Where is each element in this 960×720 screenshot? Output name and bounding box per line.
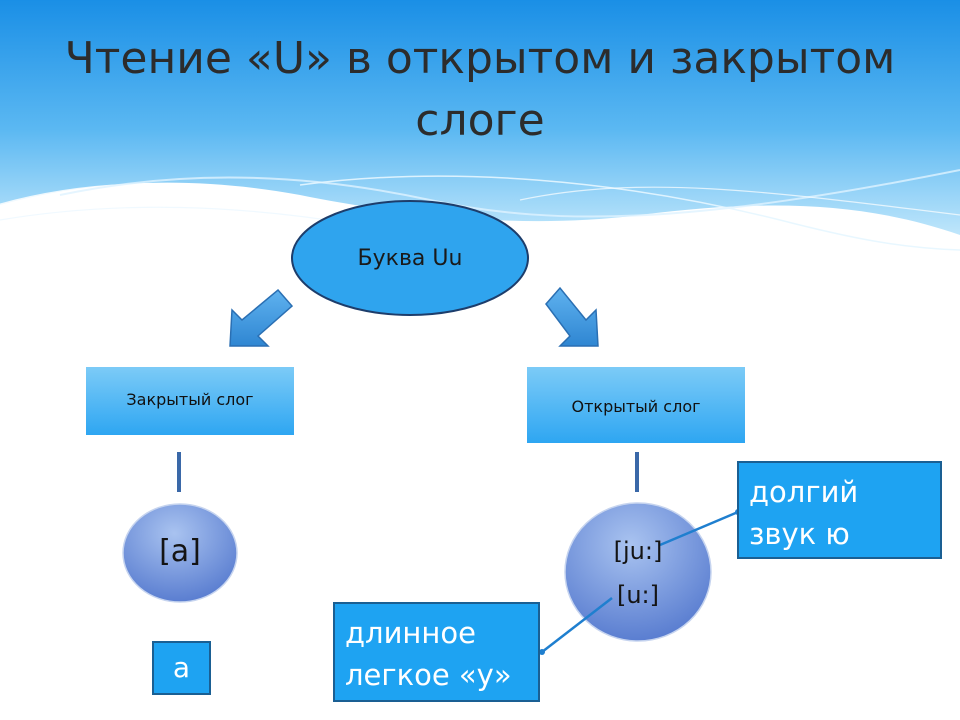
closed-sound-label: [a] [159, 534, 201, 569]
closed-syllable-label: Закрытый слог [126, 390, 254, 409]
root-node-ellipse [291, 200, 529, 316]
arrow-right-icon [545, 286, 599, 347]
open-syllable-box [527, 367, 745, 443]
callout-long-sound-line-1: долгий [749, 475, 859, 509]
open-syllable-label: Открытый слог [571, 397, 701, 416]
callout-long-sound: долгий звук ю [737, 461, 942, 559]
connector-light-sound [541, 597, 613, 653]
open-sound-label-1: [ju:] [613, 537, 663, 565]
callout-long-sound-line-2: звук ю [749, 517, 850, 551]
open-sound-label-2: [u:] [616, 581, 660, 609]
root-node-label: Буква Uu [357, 246, 463, 271]
callout-light-sound: длинное легкое «у» [333, 602, 540, 702]
closed-syllable-box [86, 367, 294, 435]
closed-example-box [152, 641, 211, 695]
slide-title-line-1: Чтение «U» в открытом и закрытом [64, 33, 896, 84]
slide-title-line-2: слоге [415, 95, 545, 146]
open-sound-circle [564, 502, 712, 642]
callout-light-sound-line-2: легкое «у» [345, 658, 512, 692]
callout-light-sound-line-1: длинное [345, 616, 476, 650]
closed-sound-circle [122, 503, 238, 603]
connector-long-sound [659, 510, 739, 547]
closed-example-label: a [172, 651, 191, 684]
arrow-left-icon [229, 288, 294, 347]
